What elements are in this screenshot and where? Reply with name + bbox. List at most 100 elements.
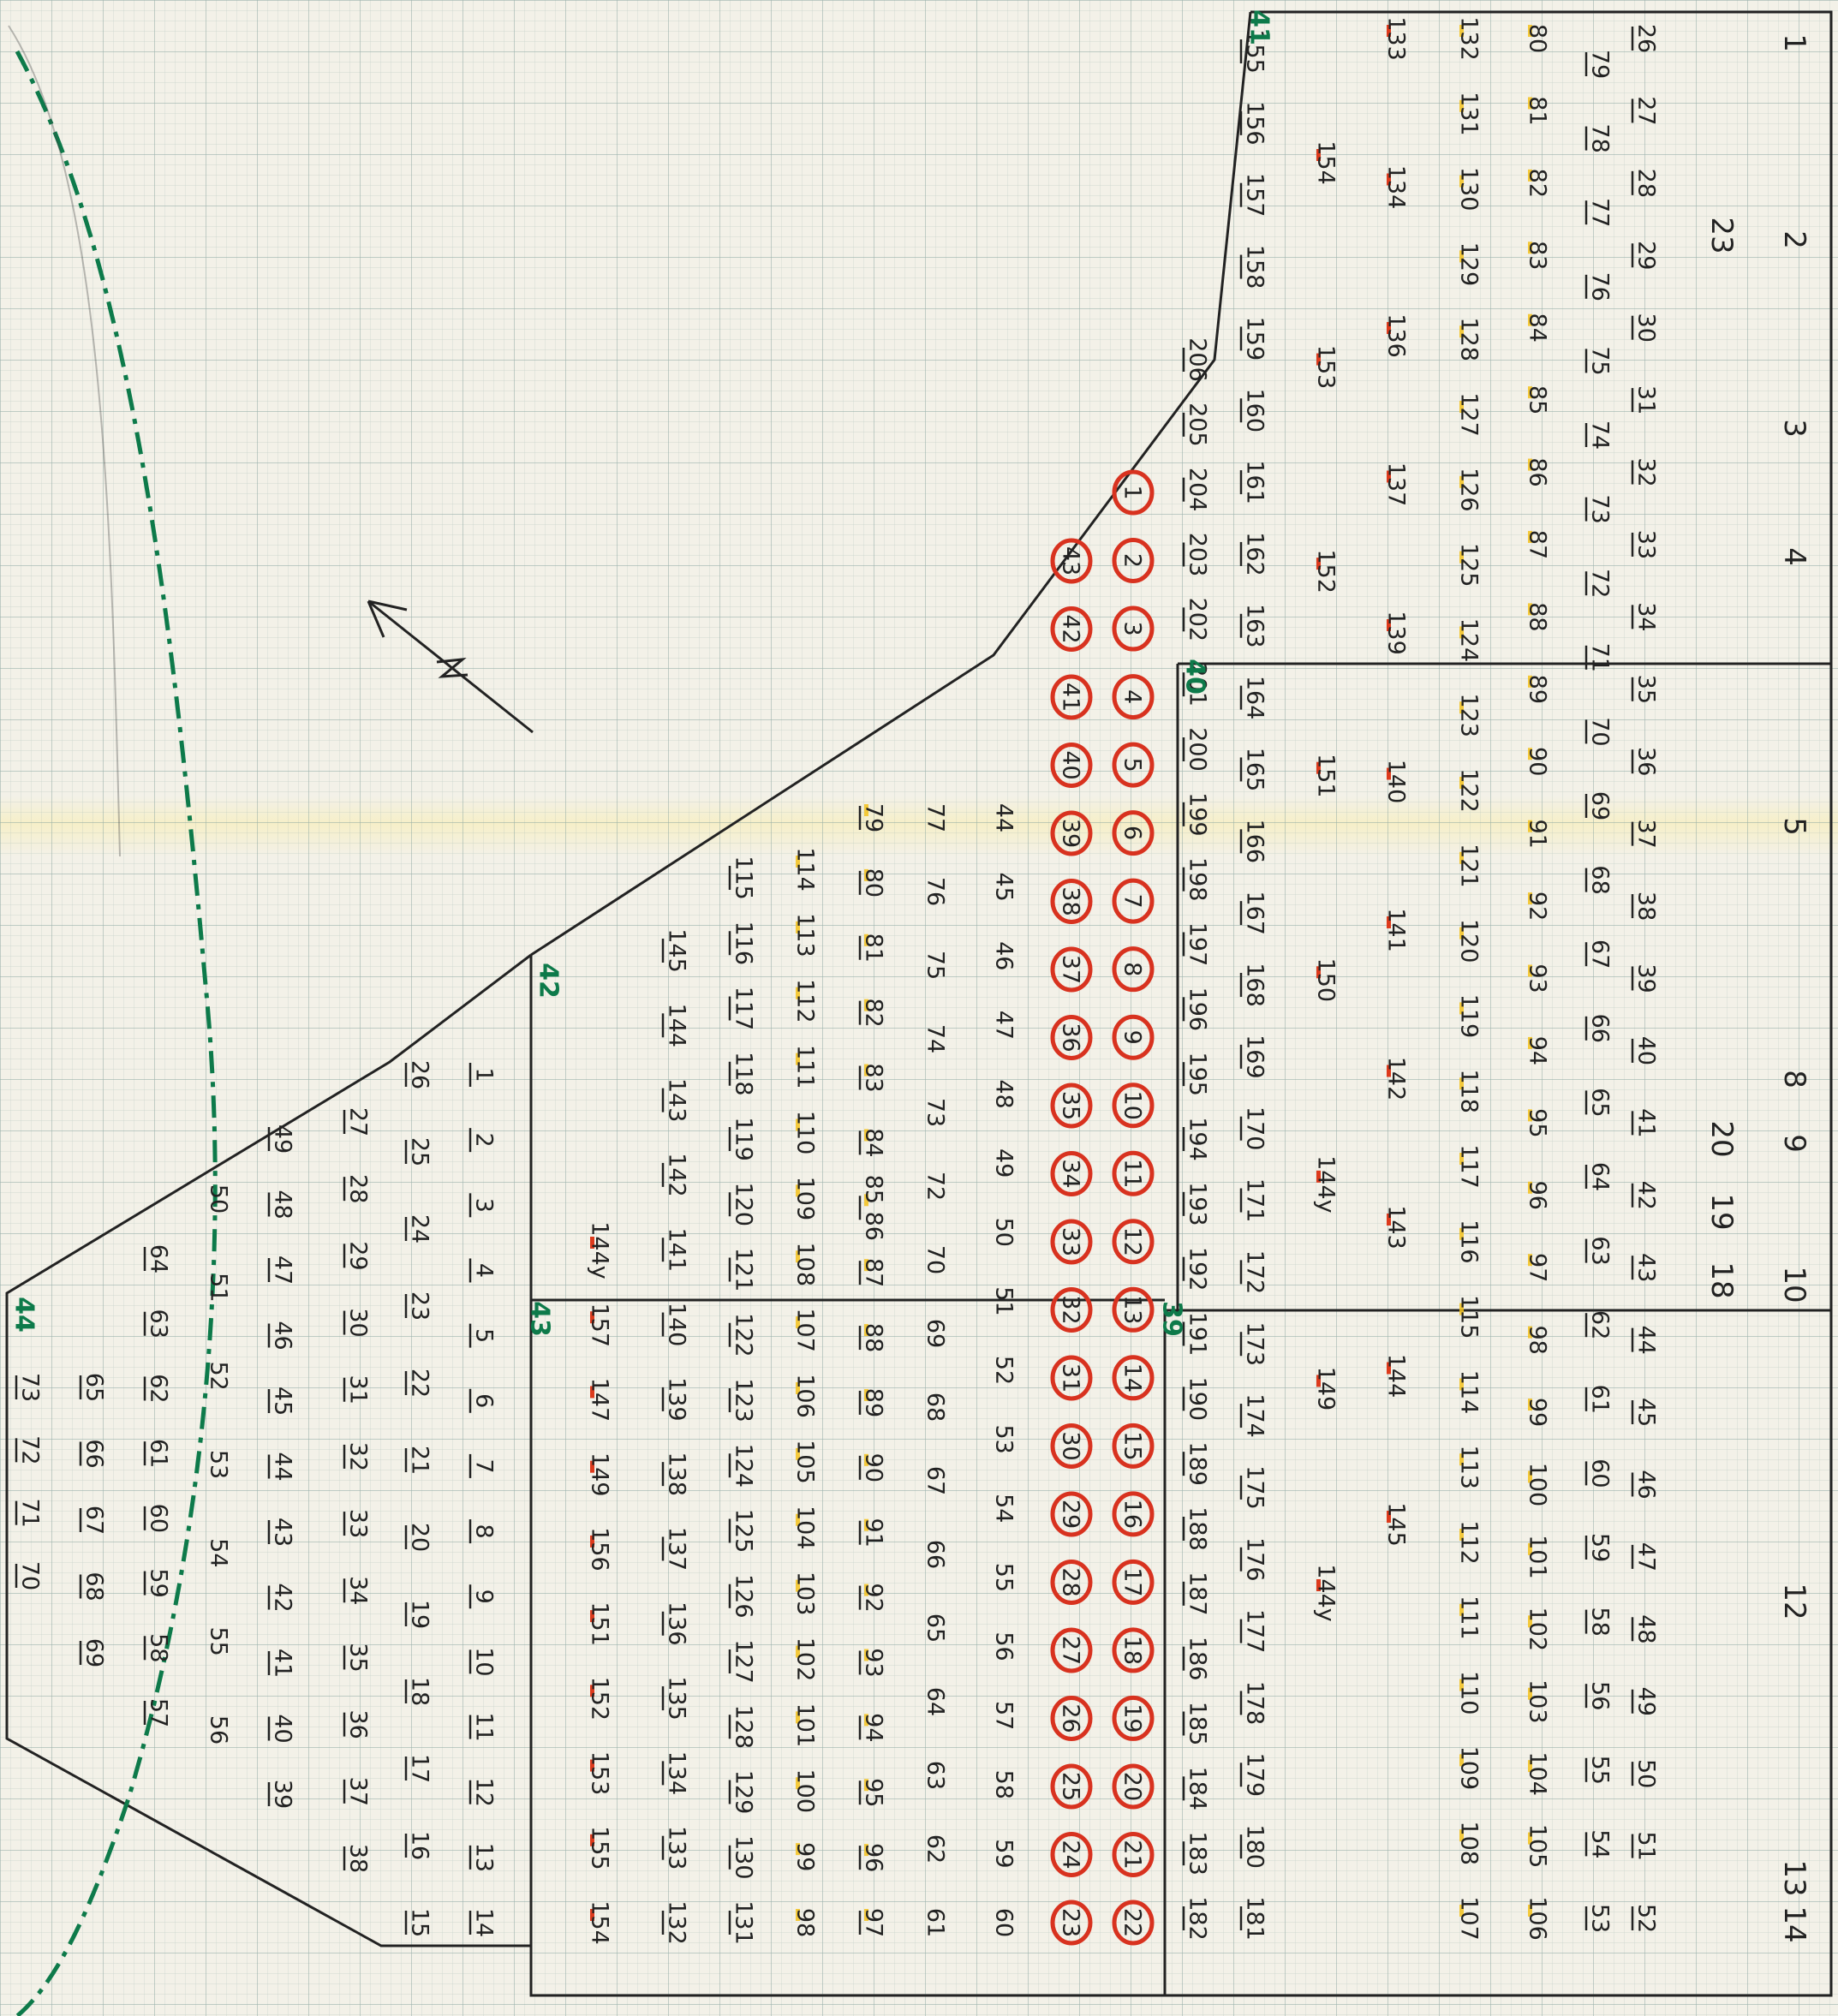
- lot-mid-6: 145: [663, 928, 690, 973]
- lot-mid-5: 125: [730, 1509, 757, 1554]
- lot-number-text: 72: [922, 1172, 949, 1201]
- lot-mid-5: 126: [730, 1574, 757, 1619]
- lot-upper-4: 131: [1456, 92, 1483, 136]
- lot-number-text: 82: [1525, 169, 1551, 198]
- lot-number-text: 125: [731, 1509, 757, 1554]
- lot-number-text: 19: [1704, 1193, 1739, 1230]
- lot-circled-2: 30: [1053, 1426, 1090, 1467]
- lot-number-text: 35: [1058, 1091, 1084, 1120]
- edge-label: 9: [1777, 1134, 1811, 1153]
- lot-mid-3: 89: [860, 1388, 887, 1417]
- lot-number-text: 197: [1185, 922, 1211, 967]
- lot-number-text: 75: [922, 951, 949, 980]
- lot-upper-1: 26: [1632, 24, 1660, 53]
- lot-mid-2: 69: [922, 1319, 949, 1348]
- lot-mid-4: 108: [792, 1242, 819, 1286]
- lot-mid-4: 109: [792, 1177, 819, 1221]
- lot-circled-1: 15: [1114, 1425, 1152, 1466]
- lot-mid-3: 82: [860, 998, 887, 1027]
- lot-upper-7: 160: [1241, 388, 1268, 432]
- lot-circled-2: 25: [1053, 1766, 1090, 1807]
- lot-lower-3: 35: [344, 1643, 372, 1672]
- lot-upper-1: 48: [1632, 1614, 1660, 1643]
- lot-number-text: 13 14: [1777, 1859, 1811, 1942]
- lot-number-text: 79: [1587, 50, 1614, 79]
- lot-upper-2: 54: [1586, 1829, 1614, 1858]
- lot-number-text: 39: [1633, 963, 1660, 993]
- lot-lower-5: 52: [206, 1361, 232, 1390]
- lot-number-text: 159: [1242, 317, 1268, 361]
- lot-number-text: 50: [1633, 1759, 1660, 1788]
- lot-number-text: 206: [1185, 337, 1211, 382]
- lot-mid-4: 102: [792, 1637, 819, 1682]
- lot-upper-3: 82: [1525, 169, 1551, 198]
- lot-lower-3: 33: [344, 1509, 372, 1538]
- lot-number-text: 100: [792, 1768, 819, 1813]
- lot-number-text: 1: [471, 1067, 498, 1082]
- lot-number-text: 203: [1185, 533, 1211, 577]
- edge-label: 5: [1777, 817, 1811, 836]
- lot-number-text: 194: [1185, 1117, 1211, 1161]
- lot-circled-2: 32: [1053, 1290, 1090, 1331]
- lot-number-text: 17: [407, 1754, 433, 1783]
- lot-number-text: 176: [1242, 1537, 1268, 1582]
- lot-number-text: 2: [1119, 553, 1146, 568]
- lot-number-text: 64: [1587, 1162, 1614, 1191]
- lot-mid-3: 88: [860, 1323, 887, 1352]
- lot-lower-4: 47: [269, 1256, 296, 1285]
- lot-upper-2: 69: [1586, 791, 1614, 820]
- lot-number-text: 85 86: [861, 1175, 887, 1241]
- lot-number-text: 117: [731, 987, 757, 1031]
- lot-upper-2: 58: [1586, 1607, 1614, 1636]
- lot-mid-5: 131: [730, 1900, 757, 1945]
- lot-upper-1: 32: [1632, 457, 1660, 486]
- edge-label: 13 14: [1777, 1859, 1811, 1942]
- lot-number-text: 63: [1587, 1236, 1614, 1265]
- section-marker: 39: [1157, 1301, 1187, 1337]
- lot-upper-5: 139: [1383, 611, 1410, 655]
- lot-number-text: 191: [1185, 1312, 1211, 1357]
- lot-circled-1: 11: [1114, 1153, 1152, 1194]
- lot-upper-4: 112: [1456, 1520, 1483, 1565]
- lot-number-text: 8: [1119, 962, 1146, 976]
- lot-number-text: 86: [1525, 457, 1551, 486]
- lot-upper-7: 175: [1241, 1465, 1268, 1510]
- lot-mid-2: 65: [922, 1613, 949, 1643]
- lot-number-text: 30: [1058, 1431, 1084, 1460]
- note-label: 23: [1704, 217, 1739, 253]
- lot-number-text: 97: [861, 1908, 887, 1937]
- lot-number-text: 180: [1242, 1824, 1268, 1869]
- lot-number-text: 141: [664, 1227, 690, 1272]
- lot-mid-3: 95: [860, 1778, 887, 1807]
- lot-upper-5: 134: [1383, 165, 1410, 210]
- lot-mid-1: 53: [991, 1424, 1017, 1453]
- lot-circled-1: 20: [1114, 1766, 1152, 1807]
- lot-number-text: 187: [1185, 1572, 1211, 1616]
- lot-number-text: 140: [664, 1303, 690, 1347]
- lot-mid-4: 106: [792, 1374, 819, 1418]
- lot-mid-1: 56: [991, 1631, 1017, 1661]
- lot-upper-1: 39: [1632, 963, 1660, 993]
- lot-circled-1: 10: [1114, 1085, 1152, 1126]
- lot-upper-6: 152: [1313, 549, 1340, 593]
- lot-number-text: 103: [1525, 1679, 1551, 1724]
- lot-number-text: 65: [922, 1613, 949, 1643]
- lot-number-text: 34: [1058, 1159, 1084, 1188]
- lot-upper-4: 127: [1456, 392, 1483, 437]
- lot-upper-2: 60: [1586, 1458, 1614, 1488]
- lot-upper-7: 170: [1241, 1106, 1268, 1151]
- lot-number-text: 8: [1777, 1070, 1811, 1089]
- lot-number-text: 127: [1456, 392, 1483, 437]
- lot-number-text: 155: [587, 1826, 613, 1870]
- lot-mid-7: 155: [587, 1826, 613, 1870]
- lot-number-text: 95: [861, 1778, 887, 1807]
- lot-mid-4: 114: [792, 847, 819, 892]
- lot-number-text: 51: [206, 1273, 232, 1302]
- lot-upper-7: 173: [1241, 1321, 1268, 1366]
- lot-lower-5: 51: [206, 1273, 232, 1302]
- lot-lower-7: 68: [81, 1572, 108, 1601]
- lot-number-text: 48: [1633, 1614, 1660, 1643]
- lot-upper-8: 203: [1184, 533, 1211, 577]
- lot-number-text: 108: [1456, 1821, 1483, 1865]
- lot-mid-6: 136: [663, 1601, 690, 1646]
